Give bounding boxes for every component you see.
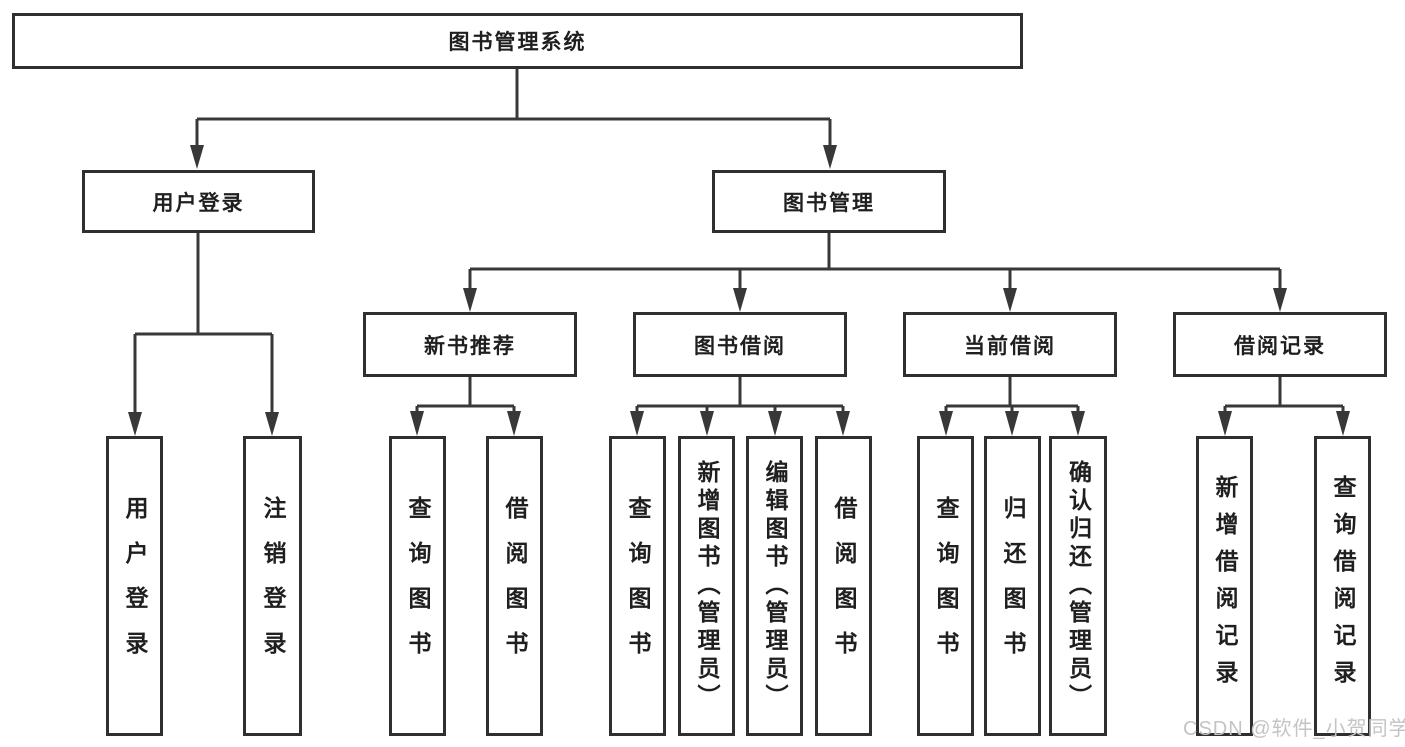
leaf-add-borrow-record: 新增借阅记录 bbox=[1196, 436, 1253, 736]
leaf-label: 借阅图书 bbox=[831, 496, 857, 676]
csdn-watermark: CSDN @软件_小贺同学 bbox=[1183, 718, 1405, 740]
node-book-borrow-label: 图书借阅 bbox=[694, 334, 786, 358]
leaf-query-book-3: 查询图书 bbox=[917, 436, 974, 736]
node-book-borrow: 图书借阅 bbox=[633, 312, 847, 377]
node-current-borrow-label: 当前借阅 bbox=[964, 334, 1056, 358]
leaf-label: 用户登录 bbox=[122, 496, 148, 676]
node-new-book-label: 新书推荐 bbox=[424, 334, 516, 358]
leaf-label: 新增图书（管理员） bbox=[694, 460, 720, 712]
leaf-label: 注销登录 bbox=[260, 496, 286, 676]
connector-new-book bbox=[415, 377, 516, 413]
node-root-label: 图书管理系统 bbox=[448, 31, 587, 54]
arrowheads-leaves bbox=[410, 411, 1350, 436]
node-borrow-records-label: 借阅记录 bbox=[1234, 334, 1326, 358]
leaf-label: 查询图书 bbox=[625, 496, 651, 676]
node-book-mgmt-label: 图书管理 bbox=[783, 191, 875, 215]
leaf-label: 查询图书 bbox=[933, 496, 959, 676]
node-user-login-label: 用户登录 bbox=[152, 191, 245, 215]
leaf-label: 查询借阅记录 bbox=[1330, 475, 1356, 697]
leaf-label: 借阅图书 bbox=[502, 496, 528, 676]
connector-book-mgmt bbox=[468, 233, 1282, 290]
leaf-add-book-admin: 新增图书（管理员） bbox=[678, 436, 735, 736]
node-borrow-records: 借阅记录 bbox=[1173, 312, 1387, 377]
leaf-label: 编辑图书（管理员） bbox=[762, 460, 788, 712]
leaf-query-borrow-record: 查询借阅记录 bbox=[1314, 436, 1371, 736]
leaf-label: 归还图书 bbox=[1000, 496, 1026, 676]
node-root: 图书管理系统 bbox=[12, 13, 1023, 69]
leaf-return-book: 归还图书 bbox=[984, 436, 1041, 736]
leaf-borrow-book-1: 借阅图书 bbox=[486, 436, 543, 736]
leaf-user-login: 用户登录 bbox=[106, 436, 163, 736]
connector-current-borrow bbox=[944, 377, 1080, 413]
node-current-borrow: 当前借阅 bbox=[903, 312, 1117, 377]
arrowheads-user-login bbox=[128, 412, 279, 436]
leaf-confirm-return-admin: 确认归还（管理员） bbox=[1049, 436, 1107, 736]
node-book-mgmt: 图书管理 bbox=[712, 170, 946, 233]
leaf-logout: 注销登录 bbox=[243, 436, 302, 736]
leaf-edit-book-admin: 编辑图书（管理员） bbox=[746, 436, 803, 736]
connector-book-borrow bbox=[635, 377, 845, 413]
node-user-login: 用户登录 bbox=[82, 170, 315, 233]
leaf-label: 查询图书 bbox=[405, 496, 431, 676]
arrowheads-level3 bbox=[463, 288, 1287, 312]
node-new-book: 新书推荐 bbox=[363, 312, 577, 377]
connector-borrow-records bbox=[1223, 377, 1345, 413]
leaf-label: 确认归还（管理员） bbox=[1065, 460, 1092, 712]
leaf-query-book-1: 查询图书 bbox=[389, 436, 446, 736]
arrowheads-level2 bbox=[190, 145, 837, 169]
connector-user-login bbox=[133, 233, 274, 414]
leaf-label: 新增借阅记录 bbox=[1212, 475, 1238, 697]
leaf-borrow-book-2: 借阅图书 bbox=[815, 436, 872, 736]
leaf-query-book-2: 查询图书 bbox=[609, 436, 666, 736]
connector-root-to-level2 bbox=[195, 69, 832, 147]
